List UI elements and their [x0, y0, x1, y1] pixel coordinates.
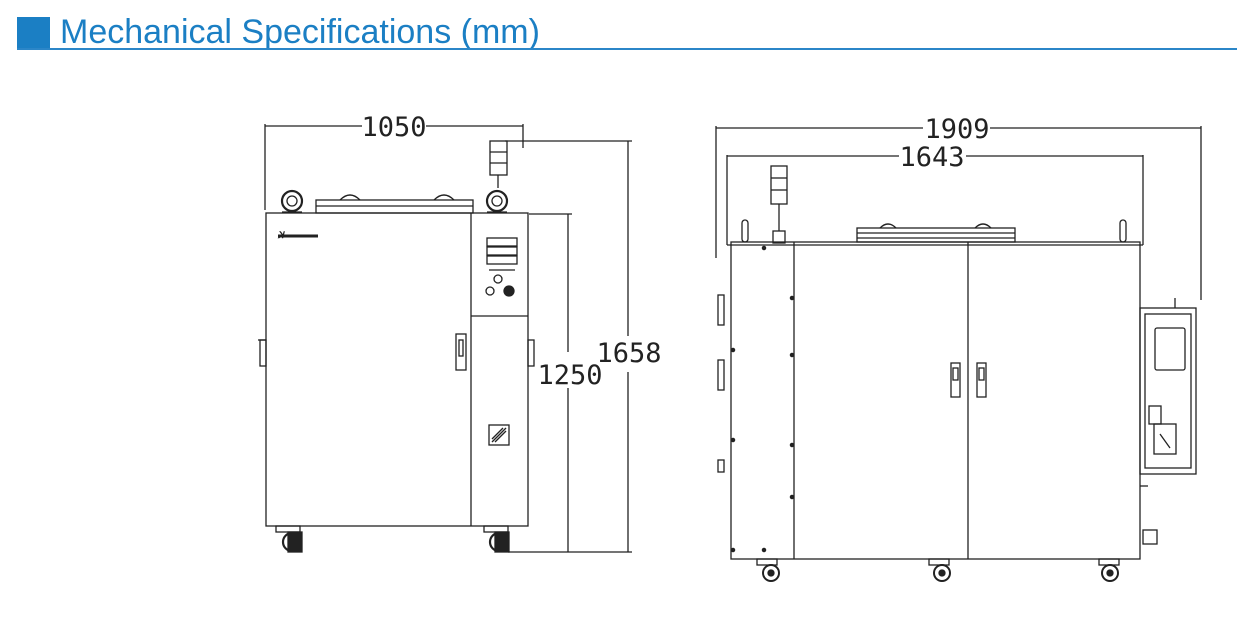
lifting-lug-right: [1119, 219, 1127, 243]
front-total-height-label: 1658: [596, 338, 661, 369]
front-width-label: 1050: [361, 112, 426, 143]
control-panel: [485, 237, 518, 297]
side-total-length-label: 1909: [924, 114, 989, 145]
lifting-lug-left: [741, 219, 749, 243]
side-caster-left: [756, 558, 780, 582]
header-accent-square: [17, 17, 50, 50]
dimension-side-total: 1909: [715, 114, 1202, 300]
side-view: 1909 1643: [715, 114, 1202, 582]
lifting-eye-right: [485, 189, 509, 213]
side-body-length-label: 1643: [899, 142, 964, 173]
caster-left: [275, 525, 303, 553]
vent-plate: [488, 424, 510, 446]
top-handle: [315, 194, 474, 214]
dimension-front-width: 1050: [264, 112, 524, 210]
lifting-eye-left: [280, 189, 304, 213]
door-handles: [950, 362, 987, 398]
dimension-side-body: 1643: [726, 142, 1144, 245]
side-cabinet: [717, 241, 1143, 560]
side-caster-middle: [928, 558, 951, 582]
side-signal-tower: [770, 165, 788, 244]
caster-right: [483, 525, 510, 553]
side-caster-right: [1098, 558, 1120, 582]
front-view: 1050 1250 1658: [258, 112, 662, 553]
front-cabinet: ꓘ: [258, 212, 535, 527]
side-top-handle: [856, 223, 1016, 243]
signal-tower: [489, 140, 508, 188]
section-header: Mechanical Specifications (mm): [17, 8, 1237, 51]
page-title: Mechanical Specifications (mm): [60, 13, 540, 51]
front-body-height-label: 1250: [537, 360, 602, 391]
dimension-front-heights: 1250 1658: [505, 140, 662, 553]
side-connection-panel: [1139, 298, 1197, 545]
header-underline: [17, 48, 1237, 50]
